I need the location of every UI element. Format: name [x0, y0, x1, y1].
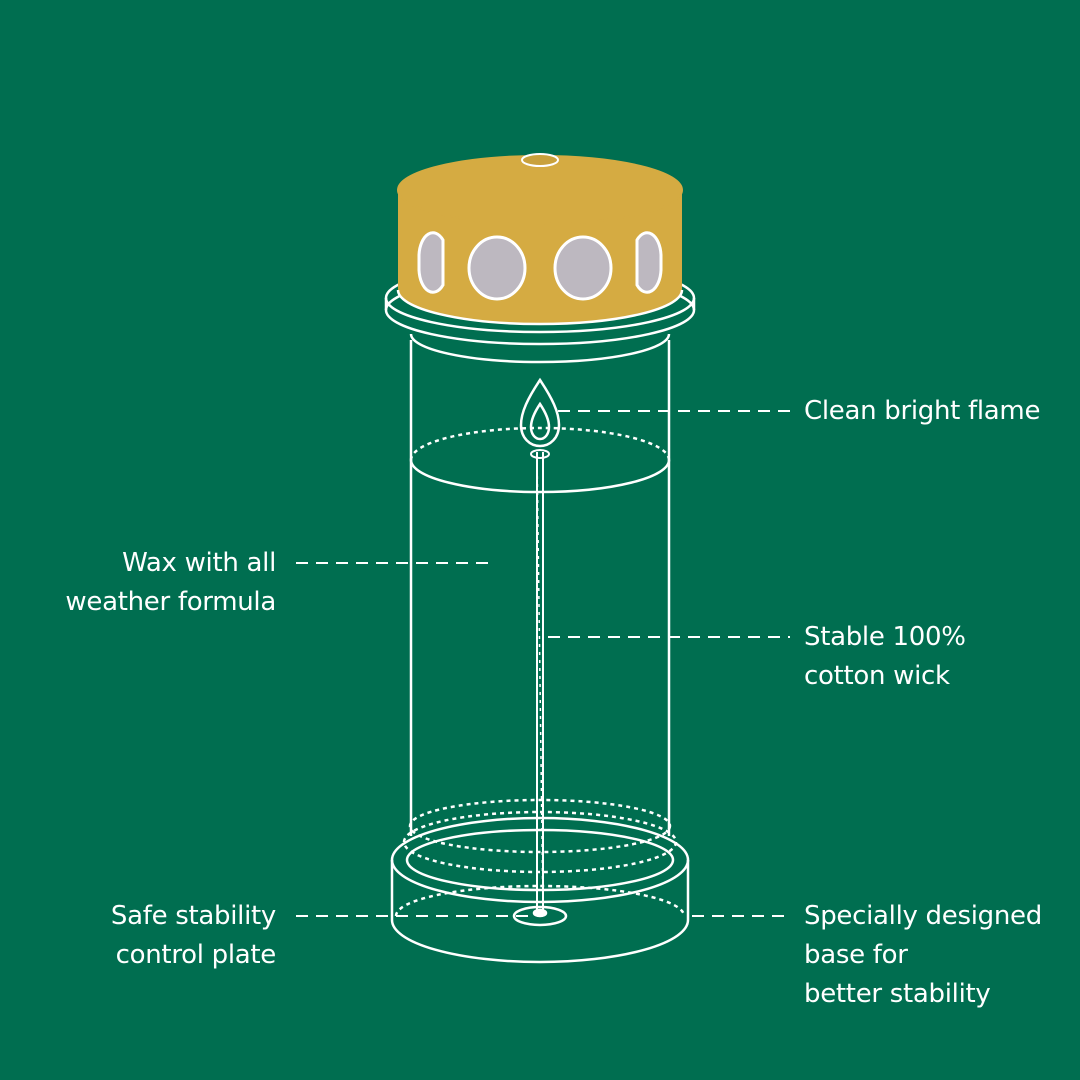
label-safe-stability-plate: Safe stability control plate: [110, 901, 276, 970]
stability-control-plate: [512, 905, 568, 927]
glass-cylinder: [384, 262, 696, 836]
candle-cap: [396, 153, 684, 326]
callout-leaders: [296, 410, 790, 917]
wick: [530, 449, 550, 913]
label-specially-designed-base: Specially designed base for better stabi…: [804, 901, 1042, 1009]
wax-surface: [409, 426, 671, 494]
candle-base: [390, 798, 690, 964]
flame-icon: [519, 377, 561, 448]
label-clean-bright-flame: Clean bright flame: [804, 396, 1041, 426]
label-wax-all-weather: Wax with all weather formula: [65, 548, 276, 617]
label-stable-cotton-wick: Stable 100% cotton wick: [804, 622, 966, 691]
cap-vent-windows: [417, 231, 663, 301]
